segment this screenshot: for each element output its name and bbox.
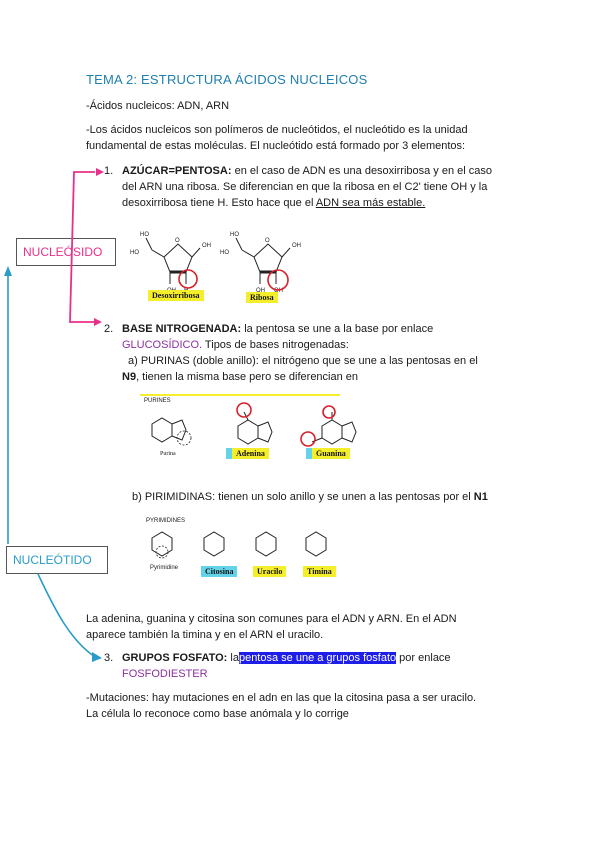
item2-number: 2. xyxy=(104,323,114,335)
purinas-line-2: N9, tienen la misma base pero se diferen… xyxy=(122,369,358,385)
acids-line: -Ácidos nucleicos: ADN, ARN xyxy=(86,100,230,112)
fosfodiester-term: FOSFODIESTER xyxy=(122,668,208,680)
label-pyrimidines: PYRIMIDINES xyxy=(146,518,186,524)
purinas-rest: , tienen la misma base pero se diferenci… xyxy=(136,371,359,383)
mutations-line-2: La célula lo reconoce como base anómala … xyxy=(86,708,349,720)
blue-curve xyxy=(37,573,96,658)
red-circle-desox xyxy=(178,269,198,289)
page-title: TEMA 2: ESTRUCTURA ÁCIDOS NUCLEICOS xyxy=(86,72,368,87)
item3-number: 3. xyxy=(104,652,114,664)
n9-term: N9 xyxy=(122,371,137,383)
purines-figure xyxy=(151,402,357,447)
label-guanina: Guanina xyxy=(312,448,350,459)
item2-types: Tipos de bases nitrogenadas: xyxy=(202,339,349,351)
item1-heading: AZÚCAR=PENTOSA: xyxy=(122,165,232,177)
label-adenina: Adenina xyxy=(232,448,269,459)
item1-line-3: desoxirribosa tiene H. Esto hace que el … xyxy=(122,195,425,211)
item3-heading: GRUPOS FOSFATO: xyxy=(122,652,228,664)
common-line-1: La adenina, guanina y citosina son comun… xyxy=(86,613,457,625)
red-circle-guanina-nh xyxy=(300,431,316,447)
pirimidinas-line: b) PIRIMIDINAS: tienen un solo anillo y … xyxy=(132,489,488,505)
item1-line-1: AZÚCAR=PENTOSA: en el caso de ADN es una… xyxy=(122,163,492,179)
svg-text:HO: HO xyxy=(220,250,229,256)
label-timina: Timina xyxy=(303,566,336,577)
item2-line-2: GLUCOSÍDICO. Tipos de bases nitrogenadas… xyxy=(122,337,349,353)
nucleotido-box: NUCLEÓTIDO xyxy=(6,546,108,574)
label-citosina: Citosina xyxy=(201,566,238,577)
svg-text:O: O xyxy=(265,238,270,244)
purinas-line: a) PURINAS (doble anillo): el nitrógeno … xyxy=(128,355,478,367)
blue-curve-head xyxy=(92,652,102,662)
pyrimidines-figure xyxy=(151,531,327,559)
svg-text:HO: HO xyxy=(230,232,239,238)
label-purina: Purina xyxy=(160,451,176,457)
blue-arrow-up-head xyxy=(4,266,12,276)
item3-line-1: GRUPOS FOSFATO: lapentosa se une a grupo… xyxy=(122,650,451,666)
item1-number: 1. xyxy=(104,165,114,177)
item3-pre: la xyxy=(227,652,239,664)
n1-term: N1 xyxy=(473,491,488,503)
item1-underline: ADN sea más estable. xyxy=(315,197,426,209)
svg-text:OH: OH xyxy=(202,243,211,249)
desox-ring xyxy=(163,243,193,273)
item1-line-3a: desoxirribosa tiene H. Esto hace que el xyxy=(122,197,316,209)
svg-text:OH: OH xyxy=(292,243,301,249)
svg-text:HO: HO xyxy=(140,232,149,238)
nucleosido-box: NUCLEÓSIDO xyxy=(16,238,116,266)
mutations-line-1: -Mutaciones: hay mutaciones en el adn en… xyxy=(86,692,477,704)
svg-text:HO: HO xyxy=(130,250,139,256)
glucosidico-term: GLUCOSÍDICO. xyxy=(122,339,203,351)
ribosa-ring xyxy=(253,243,283,273)
item1-text: en el caso de ADN es una desoxirribosa y… xyxy=(231,165,492,177)
svg-text:O: O xyxy=(175,238,180,244)
red-circle-guanina-o xyxy=(322,405,336,419)
svg-text:OH: OH xyxy=(256,288,265,294)
intro-line-2: fundamental de estas moléculas. El nucle… xyxy=(86,140,466,152)
label-ribosa: Ribosa xyxy=(246,292,278,303)
purines-highlight-bar xyxy=(140,394,340,396)
label-desoxirribosa: Desoxirribosa xyxy=(148,290,204,301)
label-uracilo: Uracilo xyxy=(253,566,287,577)
item3-highlight: pentosa se une a grupos fosfato xyxy=(238,652,397,664)
item2-line-1: BASE NITROGENADA: la pentosa se une a la… xyxy=(122,321,433,337)
pink-arrow-head-1 xyxy=(96,168,104,176)
pirimidinas-text: b) PIRIMIDINAS: tienen un solo anillo y … xyxy=(132,491,474,503)
item3-post: por enlace xyxy=(396,652,451,664)
pink-bracket xyxy=(69,171,95,323)
svg-text:OH: OH xyxy=(274,288,283,294)
bracket-arrows xyxy=(4,168,104,662)
label-purines: PURINES xyxy=(144,398,171,404)
item2-heading: BASE NITROGENADA: xyxy=(122,323,242,335)
item2-text: la pentosa se une a la base por enlace xyxy=(241,323,434,335)
red-circle-ribosa xyxy=(267,269,289,291)
common-line-2: aparece también la timina y en el ARN el… xyxy=(86,629,324,641)
pink-arrow-head-2 xyxy=(94,318,102,326)
label-pyrimidine: Pyrimidine xyxy=(150,565,179,571)
item1-line-2: del ARN una ribosa. Se diferencian en qu… xyxy=(122,181,488,193)
intro-line-1: -Los ácidos nucleicos son polímeros de n… xyxy=(86,124,468,136)
red-circle-adenina xyxy=(236,402,252,418)
